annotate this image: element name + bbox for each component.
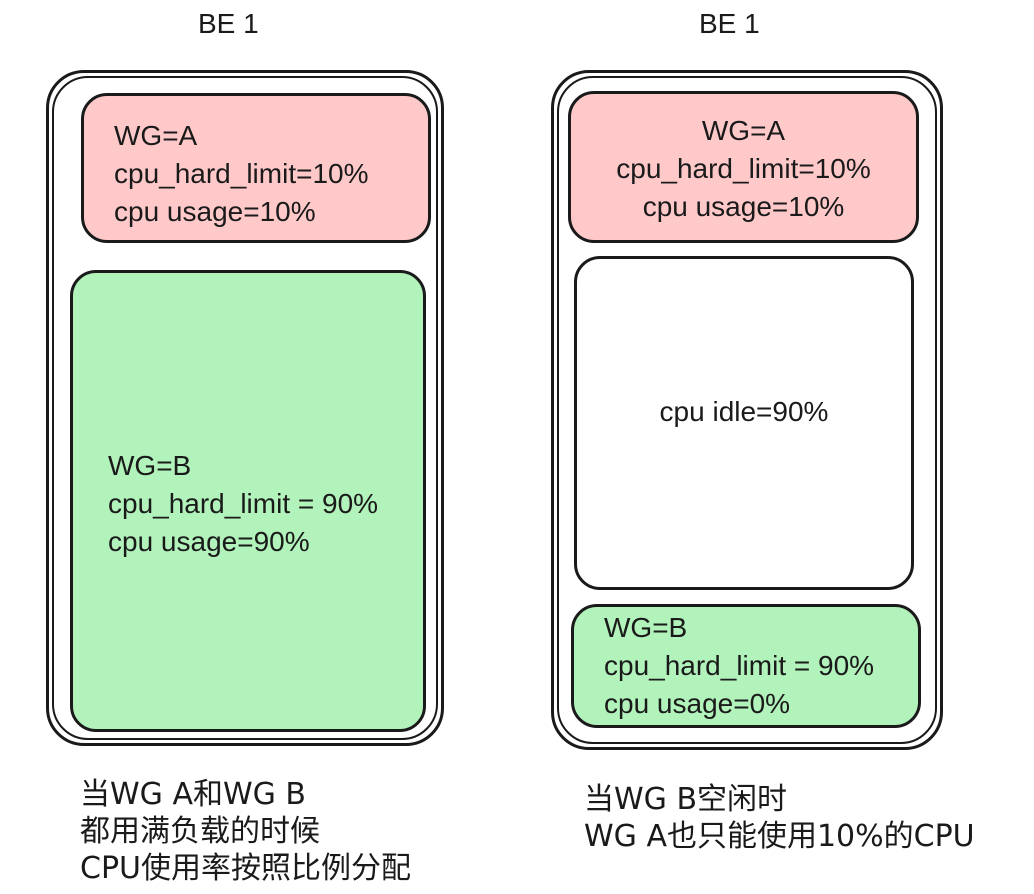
right-caption-line-1: 当WG B空闲时 xyxy=(584,782,788,817)
left-wg-b-text: WG=B cpu_hard_limit = 90% cpu usage=90% xyxy=(108,447,378,561)
right-wg-b-usage: cpu usage=0% xyxy=(604,688,791,719)
right-idle-box xyxy=(574,256,914,590)
right-caption-line-2: WG A也只能使用10%的CPU xyxy=(584,819,975,854)
left-caption-line-1: 当WG A和WG B xyxy=(80,777,306,812)
left-wg-a-usage: cpu usage=10% xyxy=(114,196,316,227)
left-wg-b-name: WG=B xyxy=(108,450,192,481)
left-wg-a-text: WG=A cpu_hard_limit=10% cpu usage=10% xyxy=(114,117,369,231)
left-wg-a-box xyxy=(81,93,431,243)
left-caption-line-3: CPU使用率按照比例分配 xyxy=(80,851,411,886)
left-wg-b-hard-limit: cpu_hard_limit = 90% xyxy=(108,488,379,519)
right-wg-b-hard-limit: cpu_hard_limit = 90% xyxy=(604,650,875,681)
left-wg-a-name: WG=A xyxy=(114,120,198,151)
left-caption-line-2: 都用满负载的时候 xyxy=(80,814,320,849)
left-wg-a-hard-limit: cpu_hard_limit=10% xyxy=(114,158,369,189)
left-wg-b-box xyxy=(70,270,426,732)
left-be-title: BE 1 xyxy=(198,8,259,39)
right-wg-a-text: WG=A cpu_hard_limit=10% cpu usage=10% xyxy=(568,112,919,226)
right-wg-b-box xyxy=(571,604,921,728)
left-caption: 当WG A和WG B 都用满负载的时候 CPU使用率按照比例分配 xyxy=(80,776,411,887)
right-wg-a-usage: cpu usage=10% xyxy=(642,191,845,222)
right-wg-a-box xyxy=(568,91,919,243)
left-wg-b-usage: cpu usage=90% xyxy=(108,526,310,557)
right-be-title: BE 1 xyxy=(699,8,760,39)
right-idle-text: cpu idle=90% xyxy=(659,396,829,427)
right-wg-a-hard-limit: cpu_hard_limit=10% xyxy=(616,153,871,184)
right-wg-a-name: WG=A xyxy=(701,115,786,146)
right-caption: 当WG B空闲时 WG A也只能使用10%的CPU xyxy=(584,781,975,855)
right-wg-b-name: WG=B xyxy=(604,612,688,643)
right-wg-b-text: WG=B cpu_hard_limit = 90% cpu usage=0% xyxy=(604,609,874,723)
